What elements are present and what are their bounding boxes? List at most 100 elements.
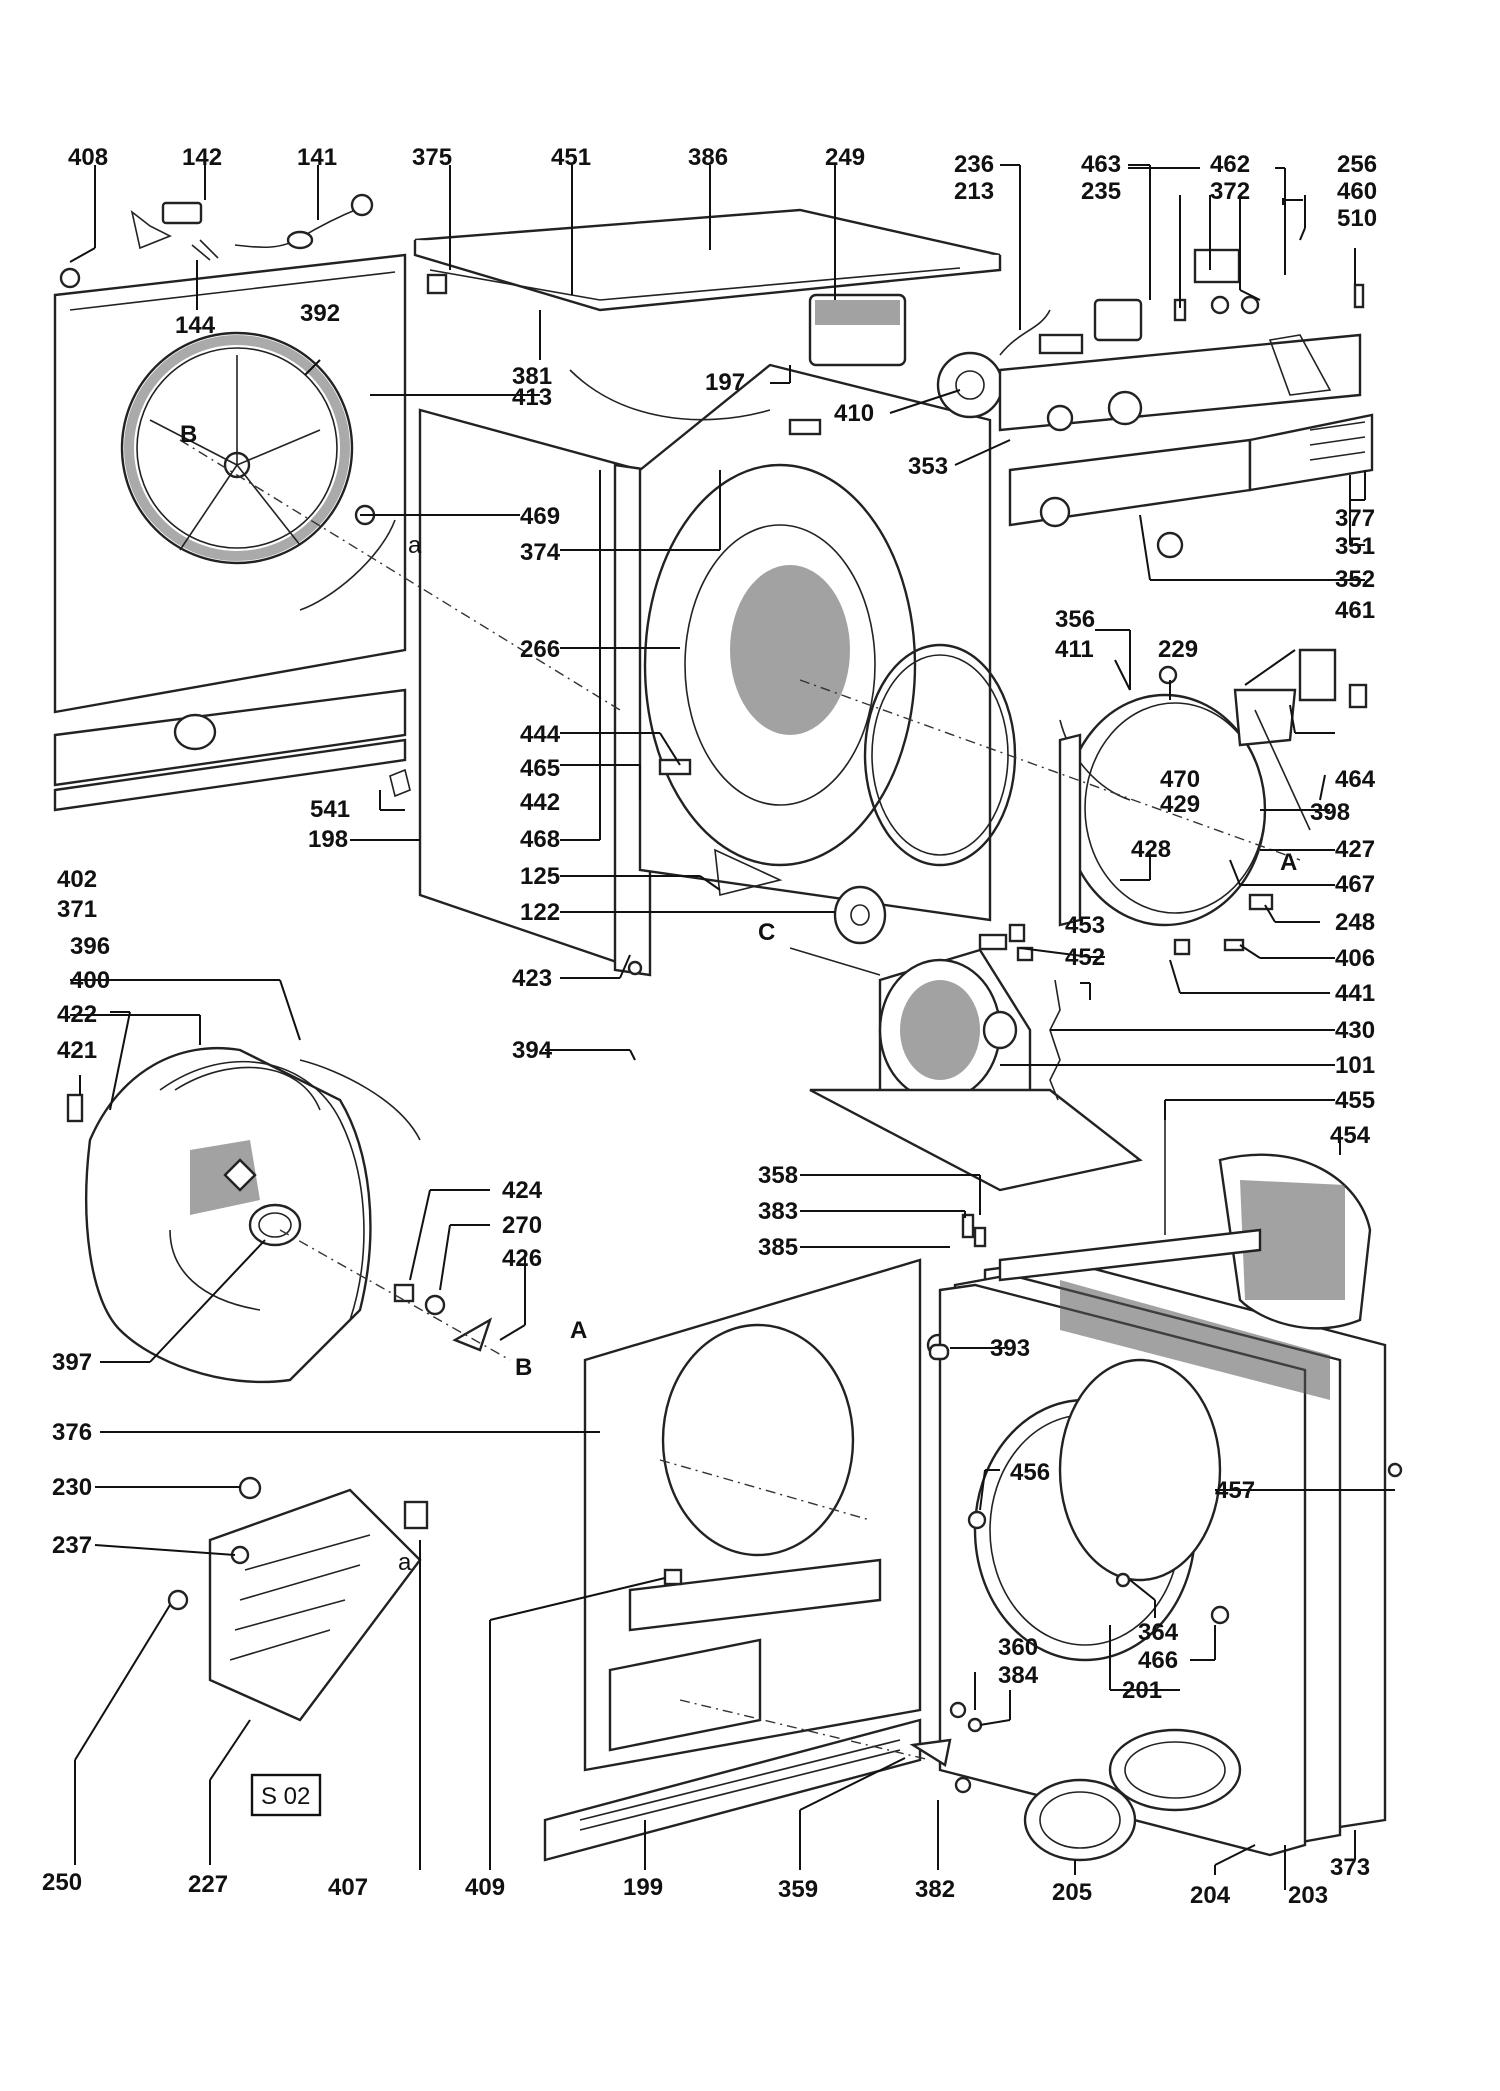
part-label: 266 <box>520 636 560 663</box>
part-label: 375 <box>412 144 452 171</box>
ref-letter-a-panel: A <box>570 1317 587 1344</box>
drum-cabinet <box>569 363 992 922</box>
drum-front-assembly <box>863 643 1368 956</box>
ref-letter-a-upper: A <box>1280 849 1297 876</box>
side-panel <box>418 408 652 977</box>
part-label: 353 <box>908 453 948 480</box>
part-label: 468 <box>520 826 560 853</box>
part-label: 467 <box>1335 871 1375 898</box>
part-label: 213 <box>954 178 994 205</box>
control-panel <box>808 248 1374 559</box>
part-label: 463 <box>1081 151 1121 178</box>
part-label: 441 <box>1335 980 1375 1007</box>
part-label: 423 <box>512 965 552 992</box>
part-label: 469 <box>520 503 560 530</box>
part-label: 427 <box>1335 836 1375 863</box>
part-label: 376 <box>52 1419 92 1446</box>
part-label: 428 <box>1131 836 1171 863</box>
ref-letter-b-upper: B <box>180 421 197 448</box>
part-label: 384 <box>998 1662 1039 1689</box>
part-label: 256 <box>1337 151 1377 178</box>
leader-lines <box>69 164 1395 1890</box>
part-number-labels: 408 142 141 375 451 386 249 236 213 463 … <box>42 144 1377 1909</box>
part-label: 383 <box>758 1198 798 1225</box>
part-label: 125 <box>520 863 560 890</box>
part-drawings <box>53 193 1403 1862</box>
part-label: 410 <box>834 400 874 427</box>
part-label: 204 <box>1190 1882 1231 1909</box>
part-label: 236 <box>954 151 994 178</box>
part-label: 541 <box>310 796 350 823</box>
part-label: 455 <box>1335 1087 1375 1114</box>
part-label: 201 <box>1122 1677 1162 1704</box>
part-label: 453 <box>1065 912 1105 939</box>
part-label: 398 <box>1310 799 1350 826</box>
rear-cover-panel <box>543 1213 987 1862</box>
part-label: 199 <box>623 1874 663 1901</box>
part-label: 356 <box>1055 606 1095 633</box>
part-label: 250 <box>42 1869 82 1896</box>
part-label: 229 <box>1158 636 1198 663</box>
part-label: 462 <box>1210 151 1250 178</box>
part-label: 430 <box>1335 1017 1375 1044</box>
part-label: 394 <box>512 1037 553 1064</box>
part-label: 393 <box>990 1335 1030 1362</box>
cord-and-clip-parts <box>59 193 374 289</box>
part-label: 377 <box>1335 505 1375 532</box>
part-label: 402 <box>57 866 97 893</box>
reference-letters: B a A C B A a <box>180 421 1297 1576</box>
part-label: 382 <box>915 1876 955 1903</box>
part-label: 429 <box>1160 791 1200 818</box>
part-label: 101 <box>1335 1052 1375 1079</box>
part-label: 460 <box>1337 178 1377 205</box>
part-label: 408 <box>68 144 108 171</box>
part-label: 359 <box>778 1876 818 1903</box>
top-cover <box>413 208 1002 312</box>
part-label: 457 <box>1215 1477 1255 1504</box>
part-label: 203 <box>1288 1882 1328 1909</box>
rear-panel <box>53 253 411 812</box>
rear-drum-shell <box>66 1046 511 1384</box>
front-frame <box>909 1120 1403 1862</box>
part-label: 465 <box>520 755 560 782</box>
part-label: 451 <box>551 144 591 171</box>
assembly-axis-lines <box>179 439 1301 1761</box>
part-label: 381 <box>512 363 552 390</box>
heater-box <box>167 1476 429 1817</box>
part-label: 407 <box>328 1874 368 1901</box>
part-label: 470 <box>1160 766 1200 793</box>
part-label: 442 <box>520 789 560 816</box>
part-label: 426 <box>502 1245 542 1272</box>
ref-letter-a-lower: a <box>408 532 422 559</box>
part-label: 464 <box>1335 766 1376 793</box>
part-label: 421 <box>57 1037 97 1064</box>
part-label: 122 <box>520 899 560 926</box>
part-label: 422 <box>57 1001 97 1028</box>
part-label: 454 <box>1330 1122 1371 1149</box>
motor-assembly <box>789 885 1143 1192</box>
ref-letter-b-lower: B <box>515 1354 532 1381</box>
part-label: 461 <box>1335 597 1375 624</box>
part-label: 249 <box>825 144 865 171</box>
part-label: 352 <box>1335 566 1375 593</box>
part-label: 372 <box>1210 178 1250 205</box>
part-label: 373 <box>1330 1854 1370 1881</box>
part-label: 400 <box>70 967 110 994</box>
part-label: 424 <box>502 1177 543 1204</box>
part-label: 227 <box>188 1871 228 1898</box>
part-label: 396 <box>70 933 110 960</box>
part-label: 452 <box>1065 944 1105 971</box>
ref-letter-a-heater: a <box>398 1549 412 1576</box>
part-label: 409 <box>465 1874 505 1901</box>
part-label: 413 <box>512 384 552 411</box>
part-label: 371 <box>57 896 97 923</box>
part-label: 351 <box>1335 533 1375 560</box>
part-label: 144 <box>175 312 216 339</box>
part-label: 235 <box>1081 178 1121 205</box>
part-label: 386 <box>688 144 728 171</box>
part-label: 411 <box>1055 636 1094 663</box>
part-label: 270 <box>502 1212 542 1239</box>
part-label: 248 <box>1335 909 1375 936</box>
figure-code: S 02 <box>261 1783 310 1810</box>
